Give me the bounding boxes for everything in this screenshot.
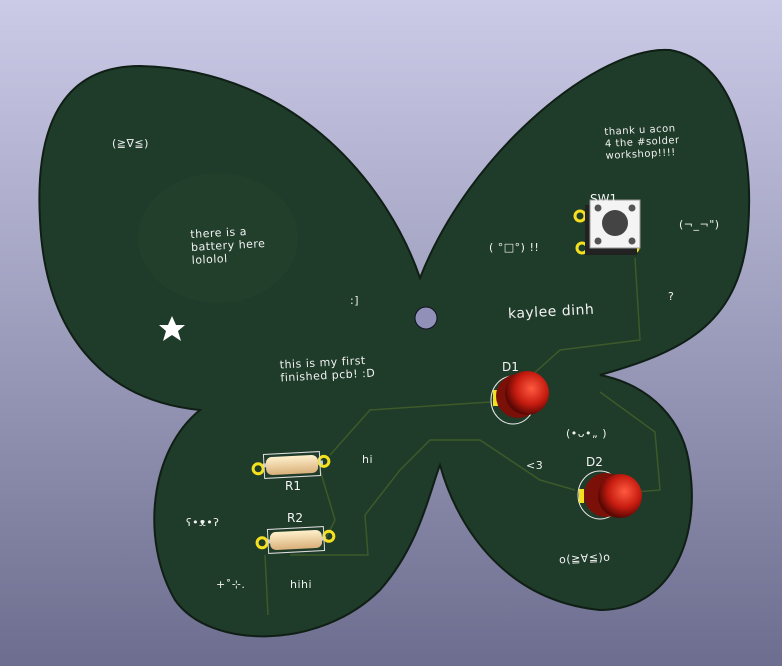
silk-kaomoji-meh: (¬_¬") — [679, 218, 720, 231]
led-d1[interactable] — [490, 371, 549, 425]
silk-hi: hi — [362, 453, 374, 466]
ref-r1: R1 — [285, 479, 301, 493]
ref-sw1: SW1 — [590, 192, 618, 206]
silk-kaomoji-bear: ʕ•ᴥ•ʔ — [186, 516, 220, 529]
silk-battery-note: there is a battery here lololol — [190, 225, 266, 267]
ref-r2: R2 — [287, 511, 303, 525]
battery-footprint — [138, 173, 298, 303]
silk-kaomoji-shock: ( °□°) !! — [489, 241, 540, 254]
silk-kaomoji-top-left: (≧∇≦) — [112, 137, 149, 150]
copper-traces — [264, 257, 661, 616]
ref-d1: D1 — [502, 360, 519, 374]
star-icon — [159, 316, 185, 341]
resistor-r1[interactable] — [251, 451, 331, 479]
silk-sparkle: +˚⊹. — [216, 578, 246, 591]
led-d2[interactable] — [577, 470, 642, 520]
resistor-r2[interactable] — [255, 526, 336, 554]
silk-thanks: thank u acon 4 the #solder workshop!!!! — [604, 123, 680, 162]
silk-colon-bracket: :] — [350, 294, 359, 307]
switch-sw1[interactable] — [573, 199, 641, 255]
silk-kaomoji-smile: (•ᴗ•„ ) — [566, 427, 607, 440]
mounting-hole — [414, 306, 438, 330]
silk-question: ? — [668, 290, 675, 303]
silk-first-pcb: this is my first finished pcb! :D — [279, 353, 376, 385]
ref-d2: D2 — [586, 455, 603, 469]
silk-heart: <3 — [526, 459, 544, 472]
silk-hihi: hihi — [290, 578, 313, 591]
silk-kaomoji-happy: o(≧∀≦)o — [558, 550, 611, 567]
